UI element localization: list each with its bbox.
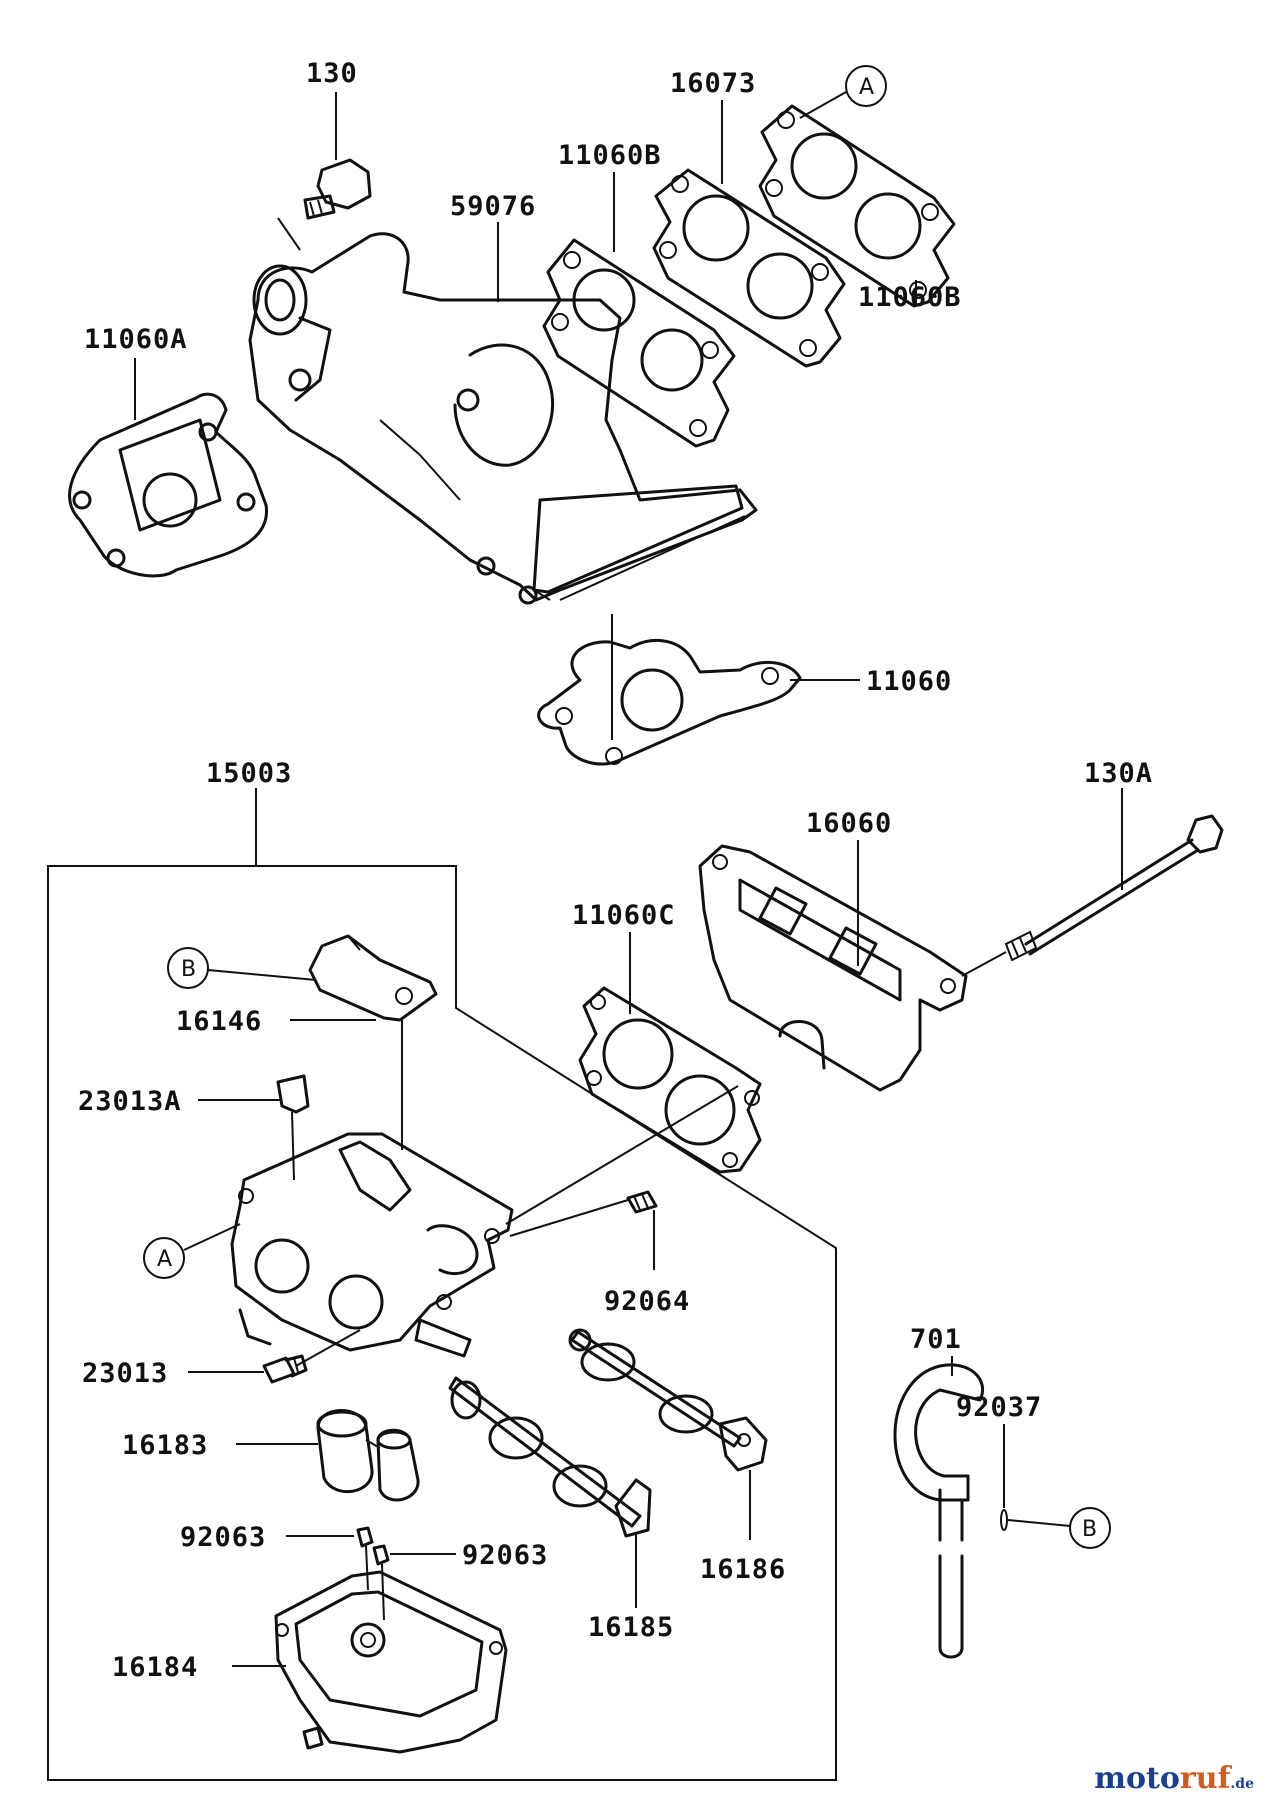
insulator-16060 [698,844,968,1092]
label-15003: 15003 [206,758,292,789]
callout-b-right: B [1007,1507,1111,1549]
throttle-shaft-16185 [448,1376,652,1538]
leader-130A-to-insulator [961,951,1007,977]
leader-92064-to-body [509,1199,629,1237]
leader-130-dash [277,217,301,251]
clip-92037 [1000,1509,1008,1531]
label-59076: 59076 [450,191,536,222]
screw-92064 [626,1190,658,1214]
jet-92063-left [356,1526,374,1591]
label-11060: 11060 [866,666,952,697]
label-16184: 16184 [112,1652,198,1683]
pilot-screw-23013A [276,1074,310,1181]
gasket-11060B-rear [758,104,956,308]
label-16185: 16185 [588,1612,674,1643]
label-16186: 16186 [700,1554,786,1585]
label-92037: 92037 [956,1392,1042,1423]
label-130: 130 [306,58,358,89]
motoruf-watermark-logo: motoruf.de [1094,1761,1254,1796]
plate-16146 [308,934,438,1022]
label-11060B-top: 11060B [558,140,662,171]
carburetor-body [230,1132,514,1358]
label-130A: 130A [1084,758,1153,789]
label-11060B-right: 11060B [858,282,962,313]
label-92064: 92064 [604,1286,690,1317]
screw-23013 [262,1354,308,1384]
assembly-frame-15003 [47,865,837,1781]
label-11060C: 11060C [572,900,676,931]
float-16183 [316,1409,420,1502]
label-92063-right: 92063 [462,1540,548,1571]
float-bowl-16184 [274,1570,508,1754]
label-23013A: 23013A [78,1086,182,1117]
intake-manifold-59076 [248,232,758,605]
callout-a-top: A [799,65,887,119]
choke-shaft-16186 [568,1328,768,1472]
leader-23013-to-body [295,1329,361,1367]
leader-gasket-to-body [505,1085,739,1225]
svg-text:A: A [859,75,874,100]
svg-text:B: B [181,957,196,982]
gasket-11060A [68,392,268,578]
label-23013: 23013 [82,1358,168,1389]
svg-text:A: A [157,1247,172,1272]
label-16060: 16060 [806,808,892,839]
label-701: 701 [910,1324,962,1355]
gasket-11060C [578,986,762,1174]
label-16146: 16146 [176,1006,262,1037]
svg-text:B: B [1082,1517,1097,1542]
label-16183: 16183 [122,1430,208,1461]
gasket-11060B-middle [542,238,736,448]
callout-b-left: B [167,947,317,989]
bolt-130A [1004,814,1224,962]
label-92063-left: 92063 [180,1522,266,1553]
jet-92063-right [372,1544,390,1621]
bolt-130 [303,158,372,220]
label-16073: 16073 [670,68,756,99]
fuel-hose-701 [893,1363,985,1659]
callout-a-left: A [143,1223,241,1279]
label-11060A: 11060A [84,324,188,355]
gasket-16073 [652,168,846,368]
gasket-11060 [537,638,802,766]
